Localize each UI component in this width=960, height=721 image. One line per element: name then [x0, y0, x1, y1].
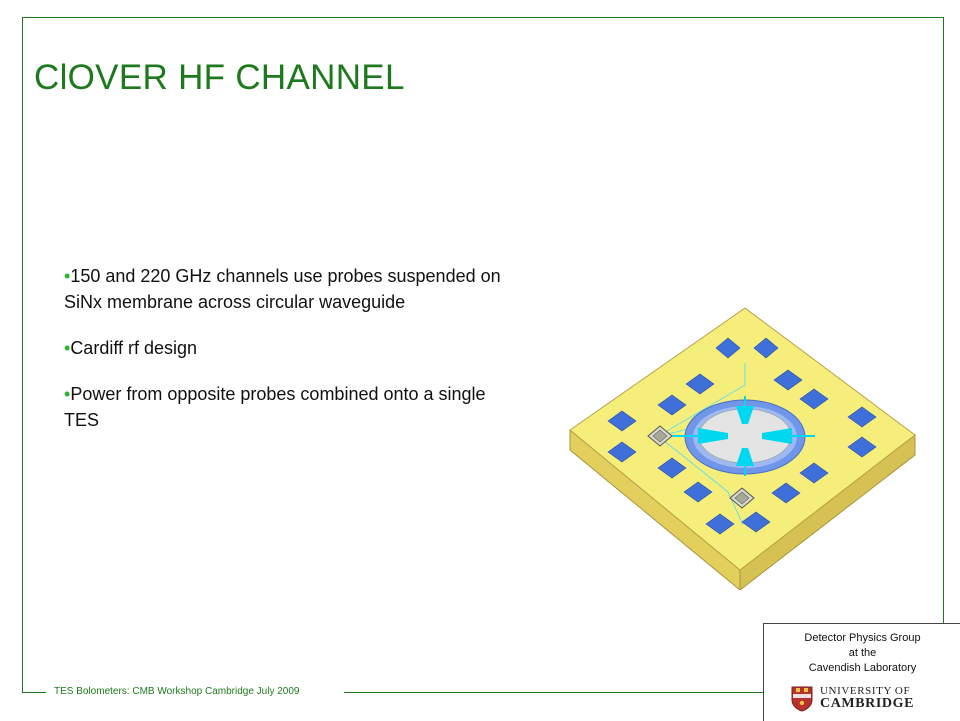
pad — [847, 436, 877, 458]
pad — [657, 394, 687, 416]
pad — [705, 513, 735, 535]
tes-pit — [647, 425, 673, 447]
bullet-item: •Cardiff rf design — [64, 335, 514, 361]
footer-text: TES Bolometers: CMB Workshop Cambridge J… — [54, 686, 300, 697]
pad — [753, 337, 779, 359]
probe-right — [762, 428, 792, 444]
pad — [847, 406, 877, 428]
frame-bottom-line-left — [22, 692, 46, 693]
pad — [773, 369, 803, 391]
tes-pit — [729, 487, 755, 509]
bond-pads — [607, 337, 877, 535]
bullet-dot: • — [64, 338, 71, 358]
bullet-text: 150 and 220 GHz channels use probes susp… — [64, 266, 501, 312]
slide-title: ClOVER HF CHANNEL — [34, 58, 405, 97]
pad — [683, 481, 713, 503]
bullet-item: •Power from opposite probes combined ont… — [64, 381, 514, 433]
pad — [657, 457, 687, 479]
cambridge-crest-icon — [791, 686, 813, 712]
probe-leads — [672, 396, 815, 476]
bullet-dot: • — [64, 384, 71, 404]
bullet-text: Power from opposite probes combined onto… — [64, 384, 486, 430]
university-of-text: UNIVERSITY OF — [820, 685, 911, 697]
detector-chip-diagram — [569, 307, 916, 590]
frame-top-line — [22, 17, 944, 18]
pad — [741, 511, 771, 533]
frame-bottom-line-right — [344, 692, 764, 693]
group-line: at the — [848, 647, 877, 659]
group-line: Detector Physics Group — [804, 632, 921, 644]
pad — [799, 388, 829, 410]
pad — [771, 482, 801, 504]
pad — [799, 462, 829, 484]
probe-top — [736, 406, 754, 424]
bullet-list: •150 and 220 GHz channels use probes sus… — [64, 263, 514, 453]
frame-right-line — [943, 17, 944, 623]
bullet-dot: • — [64, 266, 71, 286]
bullet-item: •150 and 220 GHz channels use probes sus… — [64, 263, 514, 315]
frame-left-line — [22, 17, 23, 693]
probe-left — [698, 428, 728, 444]
pad — [607, 441, 637, 463]
pad — [715, 337, 741, 359]
group-line: Cavendish Laboratory — [808, 662, 917, 674]
cambridge-text: CAMBRIDGE — [820, 696, 915, 711]
probe-bottom — [736, 448, 754, 466]
pad — [685, 373, 715, 395]
logo-box: Detector Physics Group at the Cavendish … — [763, 623, 960, 721]
probes — [698, 406, 792, 466]
group-name: Detector Physics Group at the Cavendish … — [764, 631, 960, 676]
pad — [607, 410, 637, 432]
bullet-text: Cardiff rf design — [70, 338, 198, 358]
